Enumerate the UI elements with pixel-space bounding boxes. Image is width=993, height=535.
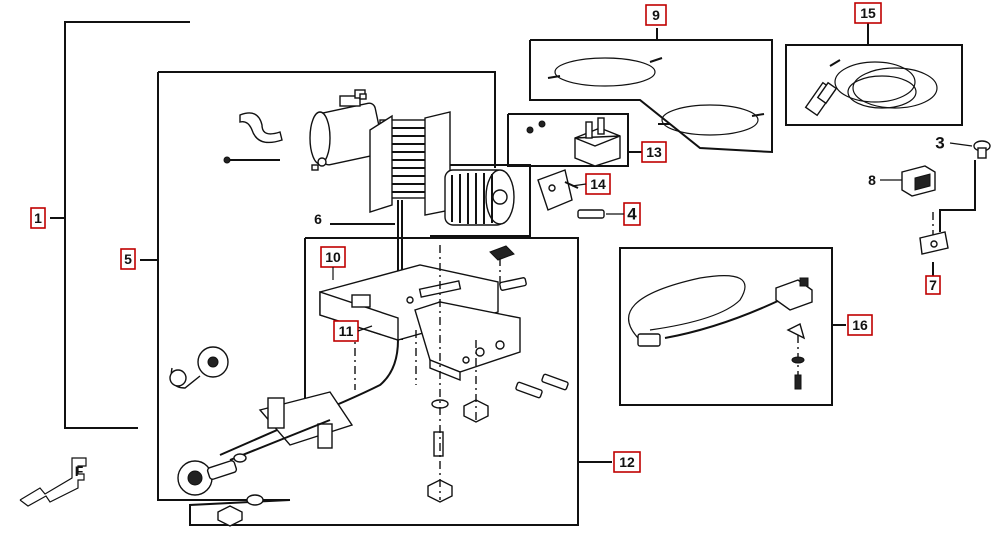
callout-13: 13 (641, 141, 667, 163)
callout-7: 7 (925, 275, 941, 295)
callout-12: 12 (613, 451, 641, 473)
battery-cables-9 (547, 57, 765, 136)
remote-control-16 (628, 275, 813, 390)
callout-11-text: 11 (339, 323, 354, 339)
screw-3 (973, 140, 991, 159)
callout-1: 1 (30, 207, 46, 229)
group-lines (50, 21, 976, 526)
callout-1-text: 1 (34, 210, 42, 226)
motor-hardware (223, 93, 367, 171)
callout-3: 3 (935, 134, 944, 153)
fuse-holder-8 (901, 165, 936, 197)
snatch-block (169, 346, 229, 389)
callout-9-text: 9 (652, 7, 660, 23)
winch-hook (177, 453, 247, 496)
callout-5-text: 5 (124, 251, 132, 267)
callout-8: 8 (868, 172, 876, 188)
callout-14: 14 (585, 173, 611, 195)
callout-16: 16 (847, 314, 873, 336)
clip-7 (919, 231, 949, 255)
callout-10: 10 (320, 246, 346, 268)
callout-10-text: 10 (325, 249, 341, 265)
callout-16-text: 16 (852, 317, 868, 333)
callout-13-text: 13 (646, 144, 662, 160)
callout-8-text: 8 (868, 172, 876, 188)
callout-3-text: 3 (935, 134, 944, 153)
rocker-switch (526, 117, 621, 167)
callout-5: 5 (120, 248, 136, 270)
callout-15-text: 15 (860, 5, 876, 21)
winch-gearbox (444, 169, 515, 226)
callout-6-text: 6 (314, 211, 322, 227)
direction-arrow-icon (19, 457, 87, 507)
cable-set-15 (804, 59, 938, 117)
callout-4-text: 4 (627, 205, 637, 224)
roller-fairlead (229, 391, 354, 461)
callout-9: 9 (645, 4, 667, 26)
mounting-plate (319, 264, 521, 382)
callout-15: 15 (854, 2, 882, 24)
bracket-14 (537, 169, 579, 211)
callout-7-text: 7 (929, 277, 937, 293)
callout-11: 11 (333, 320, 359, 342)
callout-4: 4 (623, 202, 641, 226)
callout-12-text: 12 (619, 454, 635, 470)
callout-6: 6 (314, 211, 322, 227)
callout-14-text: 14 (590, 176, 606, 192)
hardware-bolts (217, 209, 605, 527)
direction-mark-text: F (75, 463, 84, 479)
winch-drum (369, 111, 451, 216)
center-lines (354, 212, 934, 500)
